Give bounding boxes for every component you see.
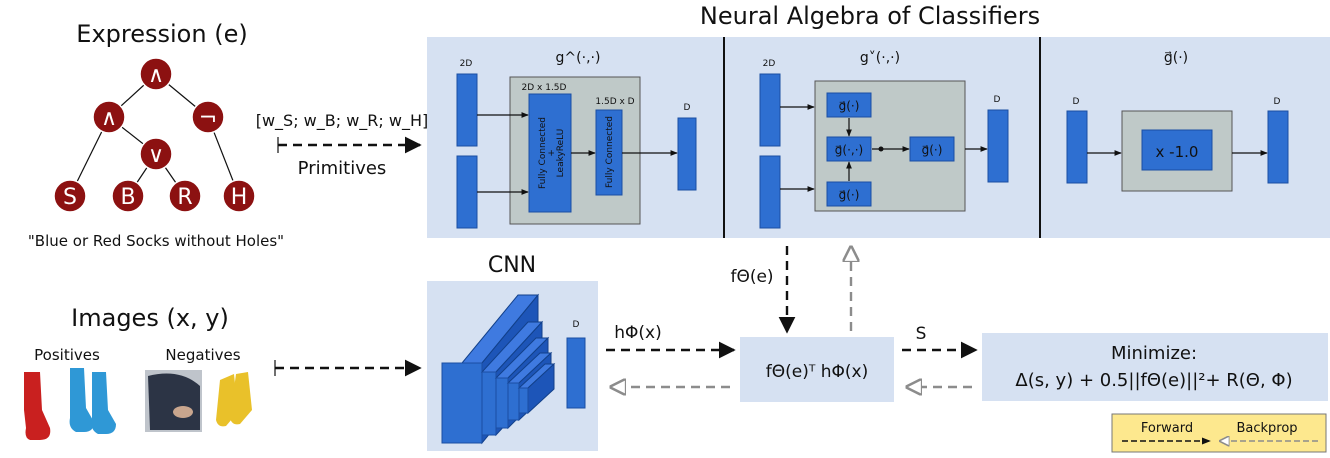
op-or-label: g˅(·,·) <box>860 50 900 66</box>
svg-text:∧: ∧ <box>148 63 164 88</box>
svg-text:g⃗(·): g⃗(·) <box>839 188 860 202</box>
not-input <box>1066 110 1088 184</box>
and-input-top <box>456 73 478 147</box>
op-not-label: g⃗(·) <box>1164 50 1188 66</box>
tree-node-not: ¬ <box>191 100 225 134</box>
and-fc1-plus: + <box>547 149 557 157</box>
cnn-layers <box>441 293 556 445</box>
negative-sock-holes <box>145 370 202 432</box>
not-out-dim: D <box>1274 97 1281 107</box>
or-not-top <box>826 92 872 118</box>
tree-leaf-b: B <box>111 179 145 213</box>
and-out-dim: D <box>684 103 691 113</box>
and-input-bottom <box>456 155 478 229</box>
expression-title: Expression (e) <box>76 20 247 48</box>
op-and-label: g^(·,·) <box>556 50 601 66</box>
and-fc1-dim: 2D x 1.5D <box>522 83 567 93</box>
svg-text:¬: ¬ <box>199 106 217 131</box>
and-in-dim: 2D <box>460 59 473 69</box>
svg-text:H: H <box>231 185 248 210</box>
legend-forward-label: Forward <box>1141 421 1193 436</box>
primitives-vector: [w_S; w_B; w_R; w_H] <box>256 111 429 131</box>
or-out-dim: D <box>994 95 1001 105</box>
negatives-label: Negatives <box>165 346 240 364</box>
positive-sock-red <box>24 372 51 440</box>
or-not-bottom <box>826 181 872 207</box>
cnn-out-dim: D <box>573 320 580 330</box>
primitives-label: Primitives <box>298 158 387 179</box>
panel-not: g⃗(·) D x -1.0 D <box>1066 50 1289 192</box>
tree-node-or: ∨ <box>139 137 173 171</box>
h-phi-label: hΦ(x) <box>614 323 661 343</box>
or-in-dim: 2D <box>763 59 776 69</box>
score-box <box>740 337 894 402</box>
legend-backprop-label: Backprop <box>1236 421 1297 436</box>
svg-text:g⃗(·): g⃗(·) <box>922 143 943 157</box>
and-fc1-act: LeakyReLU <box>556 129 566 178</box>
panel-and: g^(·,·) 2D 2D x 1.5D Fully Connected + L… <box>456 50 697 229</box>
f-theta-label: fΘ(e) <box>730 267 773 287</box>
and-fc2-dim: 1.5D x D <box>595 97 634 107</box>
and-fc2-label: Fully Connected <box>605 116 615 188</box>
expression-tree: ∧ ∧ ¬ ∨ S B R H <box>53 57 256 213</box>
not-scale-inner <box>1141 129 1213 171</box>
or-input-top <box>759 73 781 147</box>
tree-leaf-r: R <box>168 179 202 213</box>
tree-node-and-root: ∧ <box>139 57 173 91</box>
not-in-dim: D <box>1073 97 1080 107</box>
positive-sock-blue <box>69 368 116 434</box>
and-fc2-block <box>595 109 623 196</box>
svg-text:g⃗(·): g⃗(·) <box>839 99 860 113</box>
minimize-title: Minimize: <box>1111 343 1197 364</box>
or-and-mid <box>826 136 872 162</box>
cnn-output-vector <box>566 337 586 409</box>
not-output <box>1267 110 1289 184</box>
minimize-formula: Δ(s, y) + 0.5||fΘ(e)||²+ R(Θ, Φ) <box>1015 370 1292 391</box>
panel-or: g˅(·,·) 2D g⃗(·) g⃗(·,·) g⃗(·) g⃗(·) D <box>759 50 1009 229</box>
tree-leaf-s: S <box>53 179 87 213</box>
and-output <box>677 117 697 191</box>
svg-text:g⃗(·,·): g⃗(·,·) <box>835 143 863 157</box>
positives-label: Positives <box>34 346 100 364</box>
score-label: fΘ(e)ᵀ hΦ(x) <box>766 362 869 382</box>
s-label: S <box>916 324 927 344</box>
cnn-title: CNN <box>488 253 536 278</box>
svg-text:R: R <box>177 185 192 210</box>
diagram-title: Neural Algebra of Classifiers <box>700 2 1040 30</box>
and-fc1-label: Fully Connected <box>538 117 548 189</box>
or-input-bottom <box>759 155 781 229</box>
images-title: Images (x, y) <box>71 304 229 332</box>
minimize-box <box>982 333 1328 401</box>
negative-sock-yellow <box>216 372 252 427</box>
tree-node-and: ∧ <box>92 100 126 134</box>
or-output <box>987 109 1009 183</box>
svg-text:B: B <box>120 185 135 210</box>
expression-caption: "Blue or Red Socks without Holes" <box>28 232 284 250</box>
svg-text:S: S <box>63 185 77 210</box>
or-not-right <box>909 136 955 162</box>
tree-leaf-h: H <box>222 179 256 213</box>
and-fc1-block <box>528 93 572 213</box>
svg-text:x -1.0: x -1.0 <box>1156 143 1199 161</box>
svg-text:∧: ∧ <box>101 106 117 131</box>
svg-text:∨: ∨ <box>148 143 164 168</box>
